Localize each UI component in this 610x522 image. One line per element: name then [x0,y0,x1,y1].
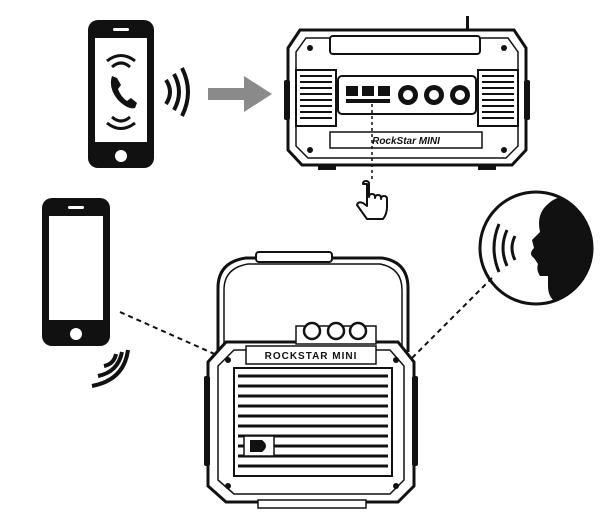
speaker-bottom-brand: ROCKSTAR MINI [265,351,358,362]
bluetooth-wave-icon [91,349,130,388]
speaker-top-right-grille [477,69,519,127]
phone-icon [42,198,110,346]
speaker-top: RockStar MINI [284,16,530,170]
speaking-head-icon [478,190,594,306]
phone-to-speaker-line [119,311,229,361]
speaker-top-brand: RockStar MINI [372,136,440,147]
arrow-right-icon [208,76,272,112]
brand-logo [243,435,275,457]
speaker-top-left-grille [295,69,337,127]
speaker-bottom-knobs [295,321,377,345]
bluetooth-wave-icon [164,67,190,117]
voice-to-speaker-line [409,277,493,361]
speaker-top-knobs [398,85,470,105]
pointing-hand-icon [356,180,388,220]
speaker-top-buttons [346,86,390,103]
phone-call-icon [88,20,154,168]
speaker-bottom: ROCKSTAR MINI [204,251,418,509]
speaker-bottom-grille [233,367,393,477]
